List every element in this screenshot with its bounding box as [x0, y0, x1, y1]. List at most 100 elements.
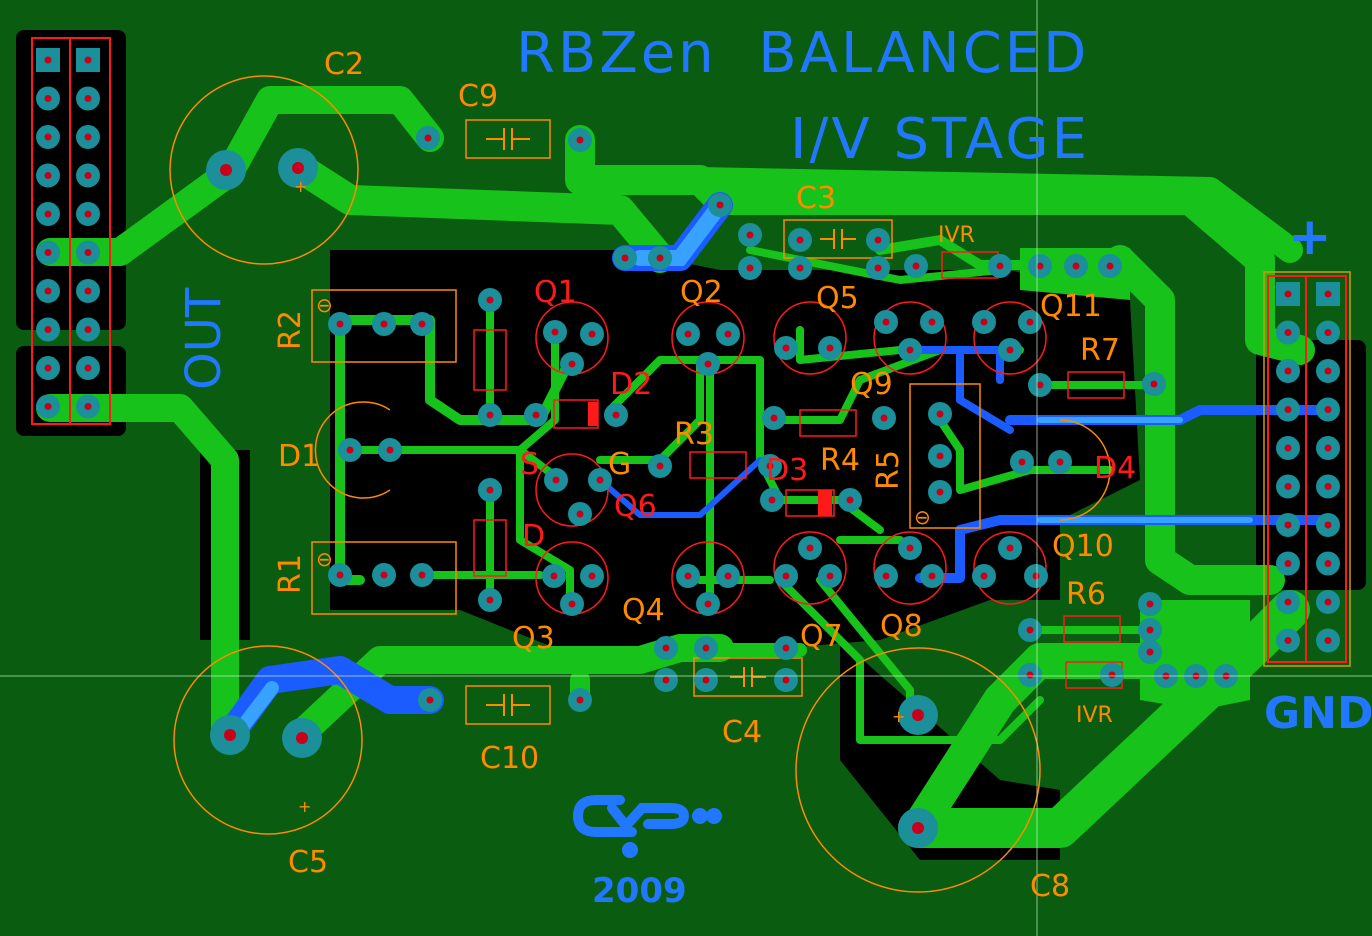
label-d3: D3: [766, 453, 808, 488]
label-g: G: [608, 447, 631, 482]
label-r6: R6: [1066, 577, 1106, 612]
label-r5: R5: [871, 450, 906, 490]
pad-drill: [806, 544, 814, 552]
pad-drill: [1026, 671, 1034, 679]
pad-drill: [1324, 598, 1332, 606]
pad-drill: [84, 249, 92, 256]
designators-orange: C2 C9 C3 C4 C5 C8 C10 D1 R7 R6 Q11 Q10 Q…: [278, 47, 1120, 904]
pad-drill: [84, 56, 92, 64]
pad-drill: [912, 822, 924, 834]
pad-drill: [936, 452, 944, 460]
pad-drill: [1026, 626, 1034, 634]
label-q10: Q10: [1052, 529, 1114, 564]
label-c2: C2: [324, 47, 364, 82]
pad-drill: [44, 95, 52, 102]
designators-red: Q1 D2 D3 D4 Q6 S D: [520, 275, 1136, 554]
pad-drill: [796, 236, 804, 244]
pad-drill: [576, 136, 584, 144]
pad-drill: [1324, 637, 1332, 644]
label-q8: Q8: [880, 609, 923, 644]
pad-drill: [1018, 458, 1026, 466]
pad-drill: [826, 344, 834, 352]
pad-drill: [44, 133, 52, 141]
connector-out: [31, 37, 111, 425]
pad-drill: [656, 254, 664, 262]
pad-drill: [770, 414, 778, 422]
label-q4: Q4: [622, 593, 665, 628]
pad-drill: [44, 364, 52, 372]
pad-drill: [1146, 600, 1154, 608]
pad-drill: [380, 571, 388, 579]
label-c5: C5: [288, 845, 328, 880]
silkscreen-outlines: [169, 75, 1111, 893]
label-q7: Q7: [800, 619, 843, 654]
pad-drill: [724, 572, 732, 580]
pad-drill: [486, 296, 494, 304]
pad-drill: [418, 571, 426, 579]
pad-drill: [486, 411, 494, 419]
pad-drill: [44, 56, 52, 64]
pad-drill: [684, 330, 692, 338]
pad-drill: [1146, 648, 1154, 656]
pad-drill: [662, 676, 670, 684]
pad-drill: [882, 572, 890, 580]
pad-drill: [912, 709, 924, 721]
pad-drill: [906, 346, 914, 354]
pad-drill: [1324, 444, 1332, 452]
pad-drill: [44, 326, 52, 333]
pad-drill: [568, 360, 576, 368]
pad-drill: [880, 414, 888, 422]
pad-drill: [1146, 626, 1154, 634]
pad-drill: [782, 344, 790, 352]
label-r7: R7: [1080, 333, 1120, 368]
plus-label: +: [1288, 207, 1332, 267]
pad-drill: [1006, 346, 1014, 354]
pad-drill: [782, 572, 790, 580]
pad-drill: [874, 264, 882, 272]
pad-drill: [826, 572, 834, 580]
title-line2: I/V STAGE: [790, 107, 1090, 172]
pad-drill: [621, 254, 629, 262]
pad-drill: [1036, 262, 1044, 270]
pad-drill: [1284, 444, 1292, 452]
pad-drill: [980, 318, 988, 326]
pads: [36, 48, 1340, 848]
label-r2: R2: [273, 310, 308, 350]
pad-drill: [220, 164, 232, 176]
cap-symbols: [486, 128, 856, 716]
connector-power-gold: [1263, 271, 1351, 667]
pad-drill: [224, 729, 236, 741]
pad-drill: [426, 696, 434, 704]
pad-drill: [84, 172, 92, 179]
pad-drill: [386, 446, 394, 454]
pad-drill: [292, 162, 304, 174]
pad-drill: [84, 326, 92, 333]
pad-drill: [612, 411, 620, 419]
label-c8: C8: [1030, 869, 1070, 904]
pad-drill: [551, 328, 559, 336]
pad-drill: [1284, 329, 1292, 336]
label-d2: D2: [610, 367, 652, 402]
label-q5: Q5: [816, 281, 859, 316]
silkscreen-outlines-red: [473, 251, 1125, 689]
pad-drill: [1284, 290, 1292, 298]
maker-logo-icon: [572, 795, 722, 858]
label-c10: C10: [480, 741, 539, 776]
pad-drill: [44, 210, 52, 218]
pad-drill: [1284, 560, 1292, 567]
label-r1: R1: [273, 554, 308, 594]
label-c4: C4: [722, 715, 762, 750]
pad-drill: [746, 264, 754, 272]
pad-drill: [936, 488, 944, 496]
pad-drill: [1324, 560, 1332, 567]
pad-drill: [532, 411, 540, 419]
pad-drill: [996, 262, 1004, 270]
polarity-marks: + + + ⊖ ⊖ ⊖: [294, 177, 931, 816]
pad-drill: [1056, 458, 1064, 466]
pad-drill: [84, 364, 92, 372]
svg-text:+: +: [298, 797, 311, 816]
pad-drill: [84, 133, 92, 141]
label-q1: Q1: [534, 275, 577, 310]
pad-drill: [846, 496, 854, 504]
